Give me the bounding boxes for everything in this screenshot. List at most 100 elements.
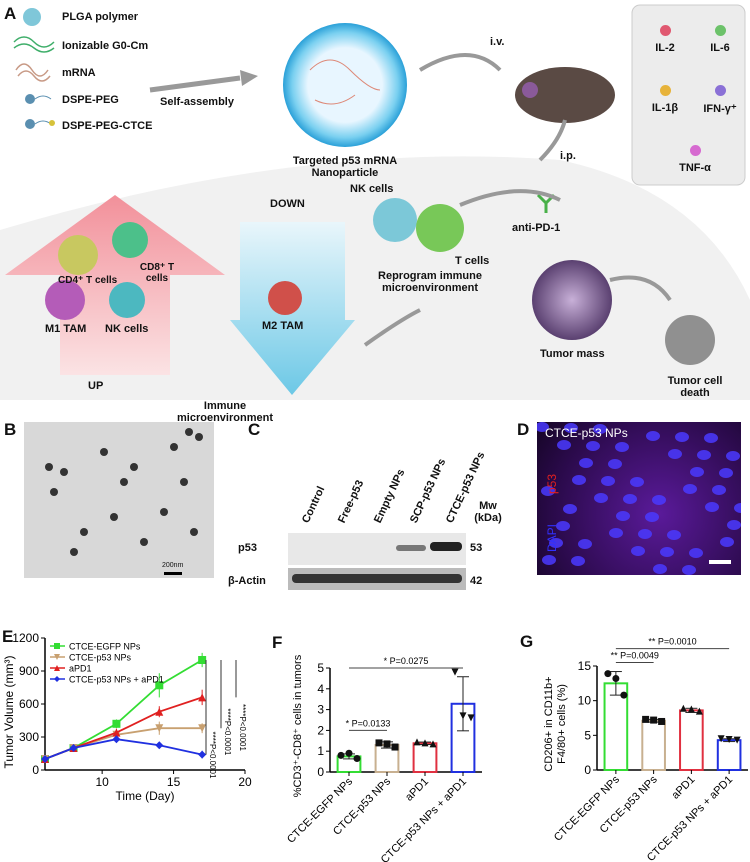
cytokine-label: IL-2: [655, 42, 675, 54]
scale-bar-label: 200nm: [162, 562, 184, 569]
nanoparticle-dot: [45, 463, 53, 471]
nucleus: [557, 440, 571, 450]
nanoparticle-dot: [160, 508, 168, 516]
data-point: [155, 707, 164, 716]
y-axis-label: CD206+ in CD11b+F4/80+ cells (%): [543, 676, 568, 771]
mouse-icon: [515, 67, 615, 123]
significance-label: ****P<0.0001: [208, 732, 217, 779]
nanoparticle-dot: [190, 528, 198, 536]
y-tick-label: 1200: [12, 631, 39, 645]
nanoparticle-illustration: [283, 23, 407, 147]
nucleus: [682, 565, 696, 575]
nk-cells-label: NK cells: [105, 323, 149, 335]
tumor-mass-illustration: [532, 260, 612, 340]
scale-bar: [709, 560, 731, 564]
nucleus: [726, 451, 740, 461]
legend-label: CTCE-EGFP NPs: [69, 642, 141, 652]
nanoparticle-dot: [70, 548, 78, 556]
nucleus: [683, 484, 697, 494]
lane-label: Free-p53: [336, 478, 367, 526]
nanoparticle-dot: [110, 513, 118, 521]
y-tick-label: 5: [317, 661, 324, 675]
nucleus: [541, 486, 555, 496]
nucleus: [542, 555, 556, 565]
cytokine-1: IL-6: [697, 25, 743, 54]
nucleus: [712, 485, 726, 495]
legend-label: CTCE-p53 NPs: [69, 653, 132, 663]
bar: [412, 742, 438, 774]
x-tick-label: aPD1: [670, 774, 698, 802]
legend-mrna: mRNA: [62, 67, 96, 79]
nucleus: [727, 520, 741, 530]
immune-env-label: Immune microenvironment: [177, 400, 273, 424]
cytokine-dot-icon: [714, 85, 726, 96]
nucleus: [549, 538, 563, 548]
nucleus: [579, 458, 593, 468]
nucleus: [660, 547, 674, 557]
nanoparticle-dot: [60, 468, 68, 476]
lipid-icon: [13, 36, 55, 53]
nanoparticle-label: Targeted p53 mRNA Nanoparticle: [292, 155, 398, 179]
arrow-to-tumor: [459, 189, 561, 207]
nucleus: [586, 441, 600, 451]
up-arrow: [5, 195, 225, 375]
data-point: [391, 743, 399, 751]
actin-blot: [288, 568, 466, 590]
nucleus: [697, 450, 711, 460]
nucleus: [646, 431, 660, 441]
data-point: [112, 728, 121, 737]
panel-c-label: C: [248, 420, 261, 439]
bar: [679, 709, 704, 772]
cd8-label: CD8⁺ T cells: [139, 262, 175, 284]
x-tick-label: CTCE-EGFP NPs: [552, 773, 622, 843]
nucleus: [563, 504, 577, 514]
nucleus: [668, 449, 682, 459]
data-point: [54, 654, 60, 660]
data-point: [54, 665, 60, 671]
nucleus: [719, 468, 733, 478]
data-point: [687, 705, 695, 713]
y-tick-label: 5: [584, 728, 591, 742]
arrow-to-reprogram: [363, 308, 421, 347]
nanoparticle-dot: [130, 463, 138, 471]
nucleus: [571, 556, 585, 566]
nucleus: [594, 493, 608, 503]
cytokine-box: [631, 4, 746, 186]
cytokine-dot-icon: [714, 25, 726, 36]
nucleus: [601, 476, 615, 486]
scale-bar: [164, 572, 182, 575]
series-aPD1: [41, 689, 207, 763]
nucleus: [645, 512, 659, 522]
anti-pd1-label: anti-PD-1: [512, 222, 561, 234]
cd4-label: CD4⁺ T cells: [58, 275, 118, 286]
y-axis-label: Tumor Volume (mm³): [2, 656, 16, 769]
data-point: [155, 741, 164, 750]
y-tick-label: 3: [317, 703, 324, 717]
actin-row-label: β-Actin: [228, 575, 266, 587]
y-tick-label: 900: [19, 664, 39, 678]
nanoparticle-dot: [50, 488, 58, 496]
p53-row-label: p53: [238, 542, 257, 554]
down-label: DOWN: [270, 198, 305, 210]
panel-g-label: G: [520, 632, 534, 651]
series-CTCE-p53 NPs + aPD1: [41, 735, 207, 763]
nucleus: [653, 564, 667, 574]
nucleus: [556, 521, 570, 531]
nanoparticle-dot: [185, 428, 193, 436]
bar: [716, 739, 742, 771]
nucleus: [623, 494, 637, 504]
data-point: [604, 670, 612, 678]
m2-tam-cell: [268, 281, 302, 315]
data-point: [658, 717, 666, 725]
nk-cells-label-2: NK cells: [350, 183, 394, 195]
data-point: [54, 643, 60, 649]
cytokine-label: IL-6: [710, 42, 730, 54]
data-point: [459, 712, 467, 720]
nucleus: [572, 475, 586, 485]
peg-icon: [25, 94, 35, 104]
y-tick-label: 300: [19, 730, 39, 744]
panel-d-label: D: [517, 420, 530, 439]
y-tick-label: 4: [317, 682, 324, 696]
data-point: [717, 735, 725, 743]
